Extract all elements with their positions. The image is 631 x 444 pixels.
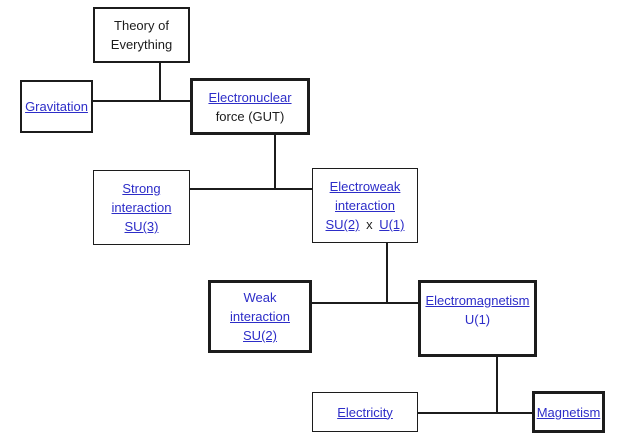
node-electronuclear-force: Electronuclear force (GUT) xyxy=(190,78,310,135)
node-electricity: Electricity xyxy=(312,392,418,432)
electromagnetism-link[interactable]: Electromagnetism xyxy=(425,293,530,308)
su2-link[interactable]: SU(2) xyxy=(325,217,360,232)
weak-label: Weak xyxy=(243,290,277,305)
connector-weak-electromagnetism-horizontal xyxy=(312,302,418,304)
weak-interaction-link[interactable]: interaction xyxy=(230,309,290,324)
magnetism-link[interactable]: Magnetism xyxy=(536,404,601,420)
node-magnetism: Magnetism xyxy=(532,391,605,433)
u1-label: U(1) xyxy=(464,312,491,327)
node-theory-of-everything: Theory of Everything xyxy=(93,7,190,63)
electronuclear-link[interactable]: Electronuclear xyxy=(208,89,292,105)
connector-electroweak-to-row3-vertical xyxy=(386,242,388,303)
connector-strong-electroweak-horizontal xyxy=(190,188,312,190)
connector-electromagnetism-to-row4-vertical xyxy=(496,356,498,414)
electroweak-link[interactable]: Electroweak xyxy=(329,179,401,194)
connector-gravitation-electronuclear-horizontal xyxy=(93,100,190,102)
electroweak-link[interactable]: interaction xyxy=(335,198,395,213)
node-gravitation: Gravitation xyxy=(20,80,93,133)
node-label: Everything xyxy=(110,37,173,52)
electroweak-groups-row: SU(2) x U(1) xyxy=(326,215,405,234)
connector-electricity-magnetism-horizontal xyxy=(418,412,532,414)
su2-link[interactable]: SU(2) xyxy=(243,328,277,343)
node-weak-interaction: Weak interaction SU(2) xyxy=(208,280,312,353)
node-electromagnetism: Electromagnetism U(1) xyxy=(418,280,537,357)
strong-link[interactable]: Strong xyxy=(122,181,161,196)
electricity-link[interactable]: Electricity xyxy=(337,404,393,420)
connector-electronuclear-to-row2-vertical xyxy=(274,134,276,190)
connector-theory-to-row1-vertical xyxy=(159,63,161,102)
node-strong-interaction: Strong interaction SU(3) xyxy=(93,170,190,245)
node-label: Theory of xyxy=(114,18,169,33)
gravitation-link[interactable]: Gravitation xyxy=(25,99,88,114)
node-electroweak-interaction: Electroweak interaction SU(2) x U(1) xyxy=(312,168,418,243)
times-separator: x xyxy=(366,217,373,232)
su3-link[interactable]: SU(3) xyxy=(124,219,159,234)
strong-link[interactable]: interaction xyxy=(111,200,172,215)
node-label: force (GUT) xyxy=(215,108,285,124)
u1-link[interactable]: U(1) xyxy=(379,217,405,232)
